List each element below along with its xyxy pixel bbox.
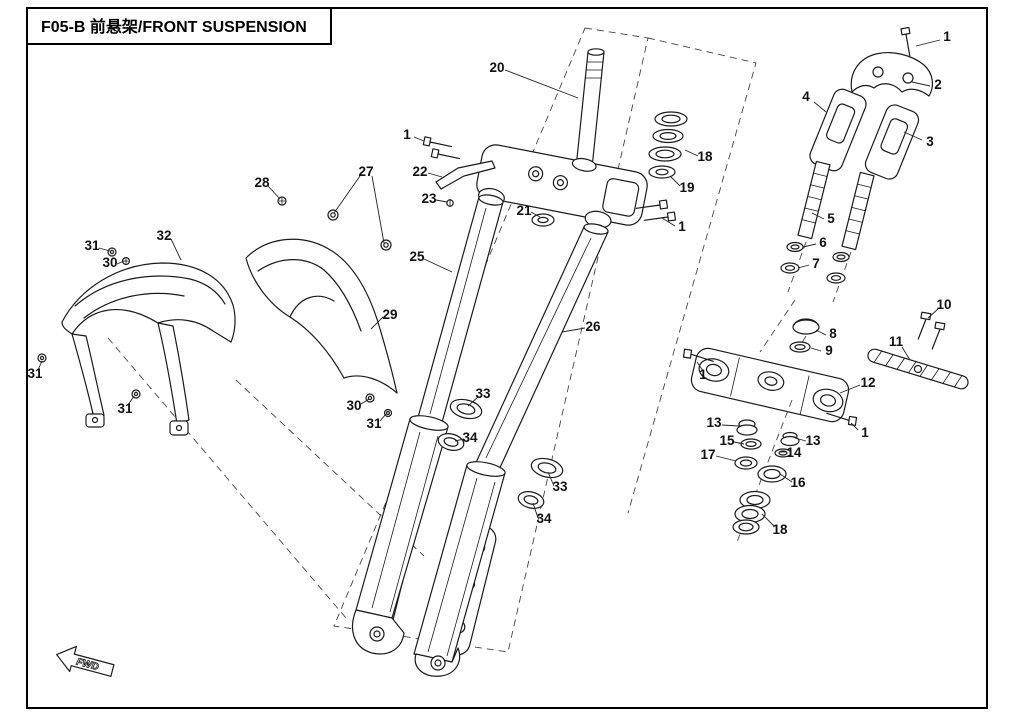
title-block: F05-B 前悬架/FRONT SUSPENSION xyxy=(26,7,332,45)
part-callout: 20 xyxy=(489,60,504,75)
part-callout: 33 xyxy=(552,479,568,494)
part-callout: 8 xyxy=(829,326,837,341)
part-callout: 18 xyxy=(697,149,713,164)
riser-housing-right xyxy=(864,104,920,180)
part-callout: 14 xyxy=(786,445,802,460)
bearing-ring xyxy=(654,111,688,127)
washer xyxy=(774,448,792,458)
washer xyxy=(789,341,811,353)
lower-steering-group xyxy=(682,299,969,543)
bolt xyxy=(900,26,911,57)
part-callout: 33 xyxy=(475,386,491,401)
fwd-arrow-shape xyxy=(56,645,115,677)
part-callout: 19 xyxy=(679,180,694,195)
part-callout: 1 xyxy=(861,425,869,440)
part-callout: 3 xyxy=(926,134,934,149)
washer xyxy=(786,241,804,253)
dust-ring xyxy=(437,433,465,451)
part-callout: 31 xyxy=(117,401,133,416)
part-callout: 16 xyxy=(790,475,806,490)
leader-lines xyxy=(37,39,941,527)
part-callout: 28 xyxy=(254,175,270,190)
part-callout: 31 xyxy=(84,238,100,253)
riser-tube xyxy=(841,171,875,251)
rubber-ring xyxy=(826,272,846,284)
part-callout: 7 xyxy=(812,256,820,271)
cable-guide-bracket xyxy=(435,160,496,190)
bearing-race xyxy=(734,456,758,470)
part-callout: 15 xyxy=(719,433,735,448)
part-callout: 32 xyxy=(156,228,171,243)
part-callout: 12 xyxy=(860,375,875,390)
stem-cap xyxy=(792,319,820,335)
part-callout: 22 xyxy=(412,164,427,179)
diagram-title: F05-B 前悬架/FRONT SUSPENSION xyxy=(41,17,307,36)
grommet xyxy=(380,239,392,251)
part-callout: 18 xyxy=(772,522,788,537)
steering-stem-tube xyxy=(575,51,605,169)
part-callout: 29 xyxy=(382,307,397,322)
part-callout: 1 xyxy=(943,29,951,44)
part-callout: 1 xyxy=(403,127,411,142)
bolt xyxy=(826,412,858,426)
part-callout: 34 xyxy=(536,511,552,526)
part-callout: 13 xyxy=(706,415,722,430)
washer xyxy=(740,438,762,450)
bolt xyxy=(682,348,714,362)
part-callout: 4 xyxy=(802,89,810,104)
part-callout: 13 xyxy=(805,433,821,448)
part-callout: 30 xyxy=(102,255,117,270)
part-callout: 9 xyxy=(825,343,833,358)
front-fender-outline xyxy=(61,262,236,343)
washer xyxy=(365,393,375,403)
bearing xyxy=(757,465,787,483)
screw xyxy=(383,408,393,418)
part-callout: 17 xyxy=(700,447,715,462)
part-callout: 27 xyxy=(358,164,373,179)
fork-assembly-group xyxy=(351,48,688,677)
part-callout: 21 xyxy=(516,203,532,218)
bolt xyxy=(643,211,677,222)
part-callout: 30 xyxy=(346,398,361,413)
part-callout: 1 xyxy=(699,367,707,382)
oil-seal xyxy=(530,457,564,479)
part-callouts: 1 2 3 4 5 6 7 8 9 10 11 12 1 1 13 13 14 … xyxy=(27,29,951,537)
bolt xyxy=(931,321,946,350)
part-callout: 26 xyxy=(585,319,601,334)
washer xyxy=(107,247,117,257)
part-callout: 1 xyxy=(678,219,686,234)
part-callout: 31 xyxy=(366,416,382,431)
handlebar-top-clamp xyxy=(850,52,934,97)
fwd-arrow: FWD xyxy=(56,645,115,677)
part-callout: 34 xyxy=(462,430,478,445)
dust-ring xyxy=(517,491,545,509)
grommet xyxy=(327,209,339,221)
washer xyxy=(531,213,555,227)
bolt xyxy=(430,148,461,160)
dust-seal xyxy=(648,165,676,179)
title-box xyxy=(26,7,332,45)
part-callout: 6 xyxy=(819,235,827,250)
bolt xyxy=(635,199,669,210)
part-callout: 5 xyxy=(827,211,835,226)
part-callout: 23 xyxy=(421,191,437,206)
riser-tube xyxy=(797,160,831,240)
part-callout: 2 xyxy=(934,77,942,92)
part-callout: 10 xyxy=(936,297,951,312)
handlebar-riser-group xyxy=(780,26,934,303)
bolt xyxy=(422,136,453,148)
oil-seal xyxy=(449,398,483,420)
lower-triple-clamp xyxy=(690,347,850,423)
bolt xyxy=(37,353,47,363)
part-callout: 11 xyxy=(889,334,904,349)
part-callout: 31 xyxy=(27,366,43,381)
rubber-ring xyxy=(780,262,800,274)
part-callout: 25 xyxy=(409,249,425,264)
front-fender-group xyxy=(37,196,398,436)
washer xyxy=(832,251,850,263)
mount-plate xyxy=(867,348,969,390)
